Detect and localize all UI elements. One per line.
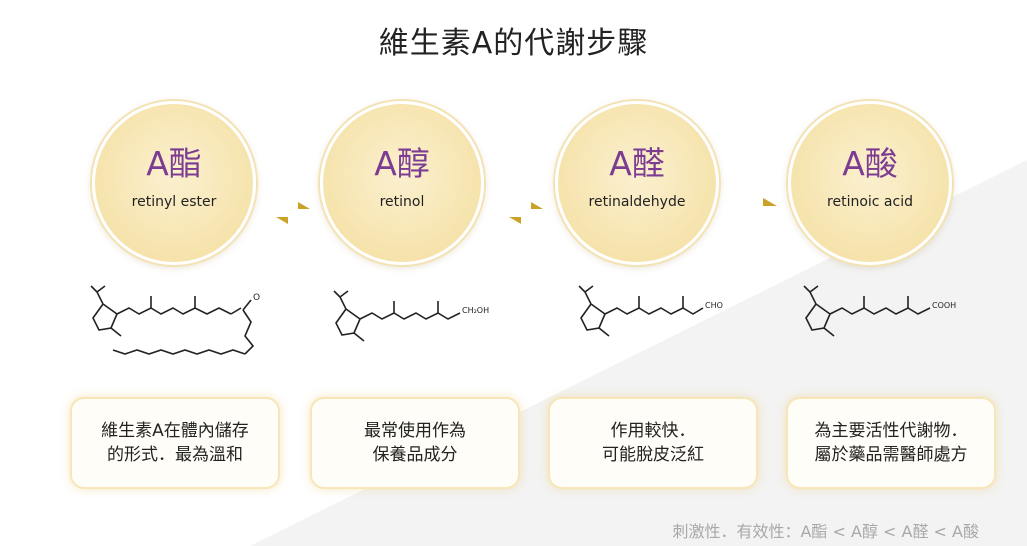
ester-oxygen-label: O — [253, 293, 260, 303]
circle-retinoic-acid: A酸 retinoic acid — [788, 101, 952, 265]
circle-retinaldehyde: A醛 retinaldehyde — [555, 101, 719, 265]
card-retinol: 最常使用作為 保養品成分 — [310, 397, 520, 489]
retinol-structure: CH₂OH — [333, 290, 489, 342]
compound-name: A酸 — [842, 144, 898, 183]
compound-english-name: retinaldehyde — [588, 194, 686, 210]
compound-name: A醇 — [374, 144, 430, 183]
retinol-group-label: CH₂OH — [462, 306, 489, 315]
card-retinoic-acid: 為主要活性代謝物． 屬於藥品需醫師處方 — [786, 397, 996, 489]
card-line-1: 為主要活性代謝物． — [814, 421, 968, 441]
page-title: 維生素A的代謝步驟 — [378, 26, 649, 61]
forward-arrow-icon — [737, 198, 777, 206]
circle-retinyl-ester: A酯 retinyl ester — [92, 101, 256, 265]
retinyl-ester-structure: O — [90, 285, 260, 355]
compound-english-name: retinyl ester — [131, 194, 217, 210]
card-line-2: 屬於藥品需醫師處方 — [814, 445, 968, 465]
retinaldehyde-structure: CHO — [578, 285, 723, 337]
retinoic-acid-structure: COOH — [803, 285, 956, 337]
acid-group-label: COOH — [932, 301, 956, 310]
compound-english-name: retinoic acid — [827, 194, 913, 210]
card-line-2: 可能脫皮泛紅 — [602, 445, 704, 465]
irritation-efficacy-note: 刺激性．有效性：A酯 < A醇 < A醛 < A酸 — [672, 522, 979, 541]
retinal-group-label: CHO — [705, 301, 723, 310]
card-line-1: 最常使用作為 — [364, 421, 466, 441]
equilibrium-arrow-icon — [272, 202, 314, 224]
card-line-2: 的形式．最為溫和 — [107, 445, 243, 465]
card-line-1: 作用較快． — [610, 421, 696, 441]
card-line-1: 維生素A在體內儲存 — [101, 421, 249, 441]
compound-english-name: retinol — [379, 194, 425, 210]
equilibrium-arrow-icon — [505, 202, 547, 224]
compound-name: A醛 — [609, 144, 665, 183]
card-retinaldehyde: 作用較快． 可能脫皮泛紅 — [548, 397, 758, 489]
card-line-2: 保養品成分 — [372, 445, 458, 465]
card-retinyl-ester: 維生素A在體內儲存 的形式．最為溫和 — [70, 397, 280, 489]
circle-retinol: A醇 retinol — [320, 101, 484, 265]
compound-name: A酯 — [146, 144, 202, 183]
